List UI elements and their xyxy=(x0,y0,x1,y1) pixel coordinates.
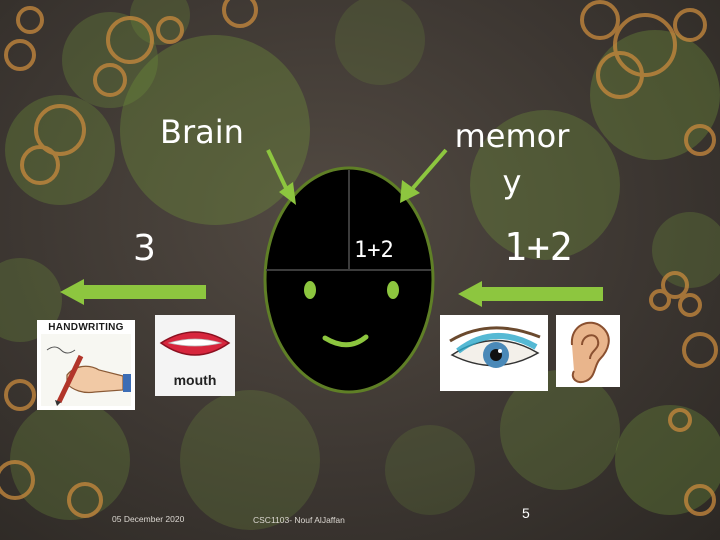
handwriting-picture: HANDWRITING xyxy=(37,320,135,410)
hand-writing-icon xyxy=(41,334,131,406)
memory-label-line1: memor xyxy=(454,117,570,155)
center-formula: 1+2 xyxy=(354,238,394,263)
footer-author: CSC1103- Nouf AlJaffan xyxy=(253,515,345,525)
arrow-left-input-icon xyxy=(458,281,603,307)
left-number: 3 xyxy=(133,228,156,269)
slide-number: 5 xyxy=(522,505,530,521)
arrow-left-output-icon xyxy=(60,279,206,305)
right-eye-dot xyxy=(387,281,399,299)
footer-date: 05 December 2020 xyxy=(112,514,185,524)
arrow-memory-down-icon xyxy=(400,148,448,203)
eye-icon xyxy=(449,326,541,368)
smile-line xyxy=(322,334,369,348)
right-formula: 1+2 xyxy=(504,225,573,269)
bokeh-rings xyxy=(0,0,718,518)
mouth-icon xyxy=(159,331,231,356)
eye-picture xyxy=(440,315,548,391)
face-shape xyxy=(263,166,435,394)
ear-icon xyxy=(570,321,610,383)
memory-label-line2: y xyxy=(502,163,522,201)
mouth-picture: mouth xyxy=(155,315,235,396)
mouth-caption: mouth xyxy=(173,372,217,388)
ear-picture xyxy=(556,315,620,387)
handwriting-title: HANDWRITING xyxy=(48,322,124,333)
arrow-brain-down-icon xyxy=(266,149,296,205)
memory-label: memor y xyxy=(444,113,580,205)
left-eye-dot xyxy=(304,281,316,299)
brain-label: Brain xyxy=(160,113,244,151)
